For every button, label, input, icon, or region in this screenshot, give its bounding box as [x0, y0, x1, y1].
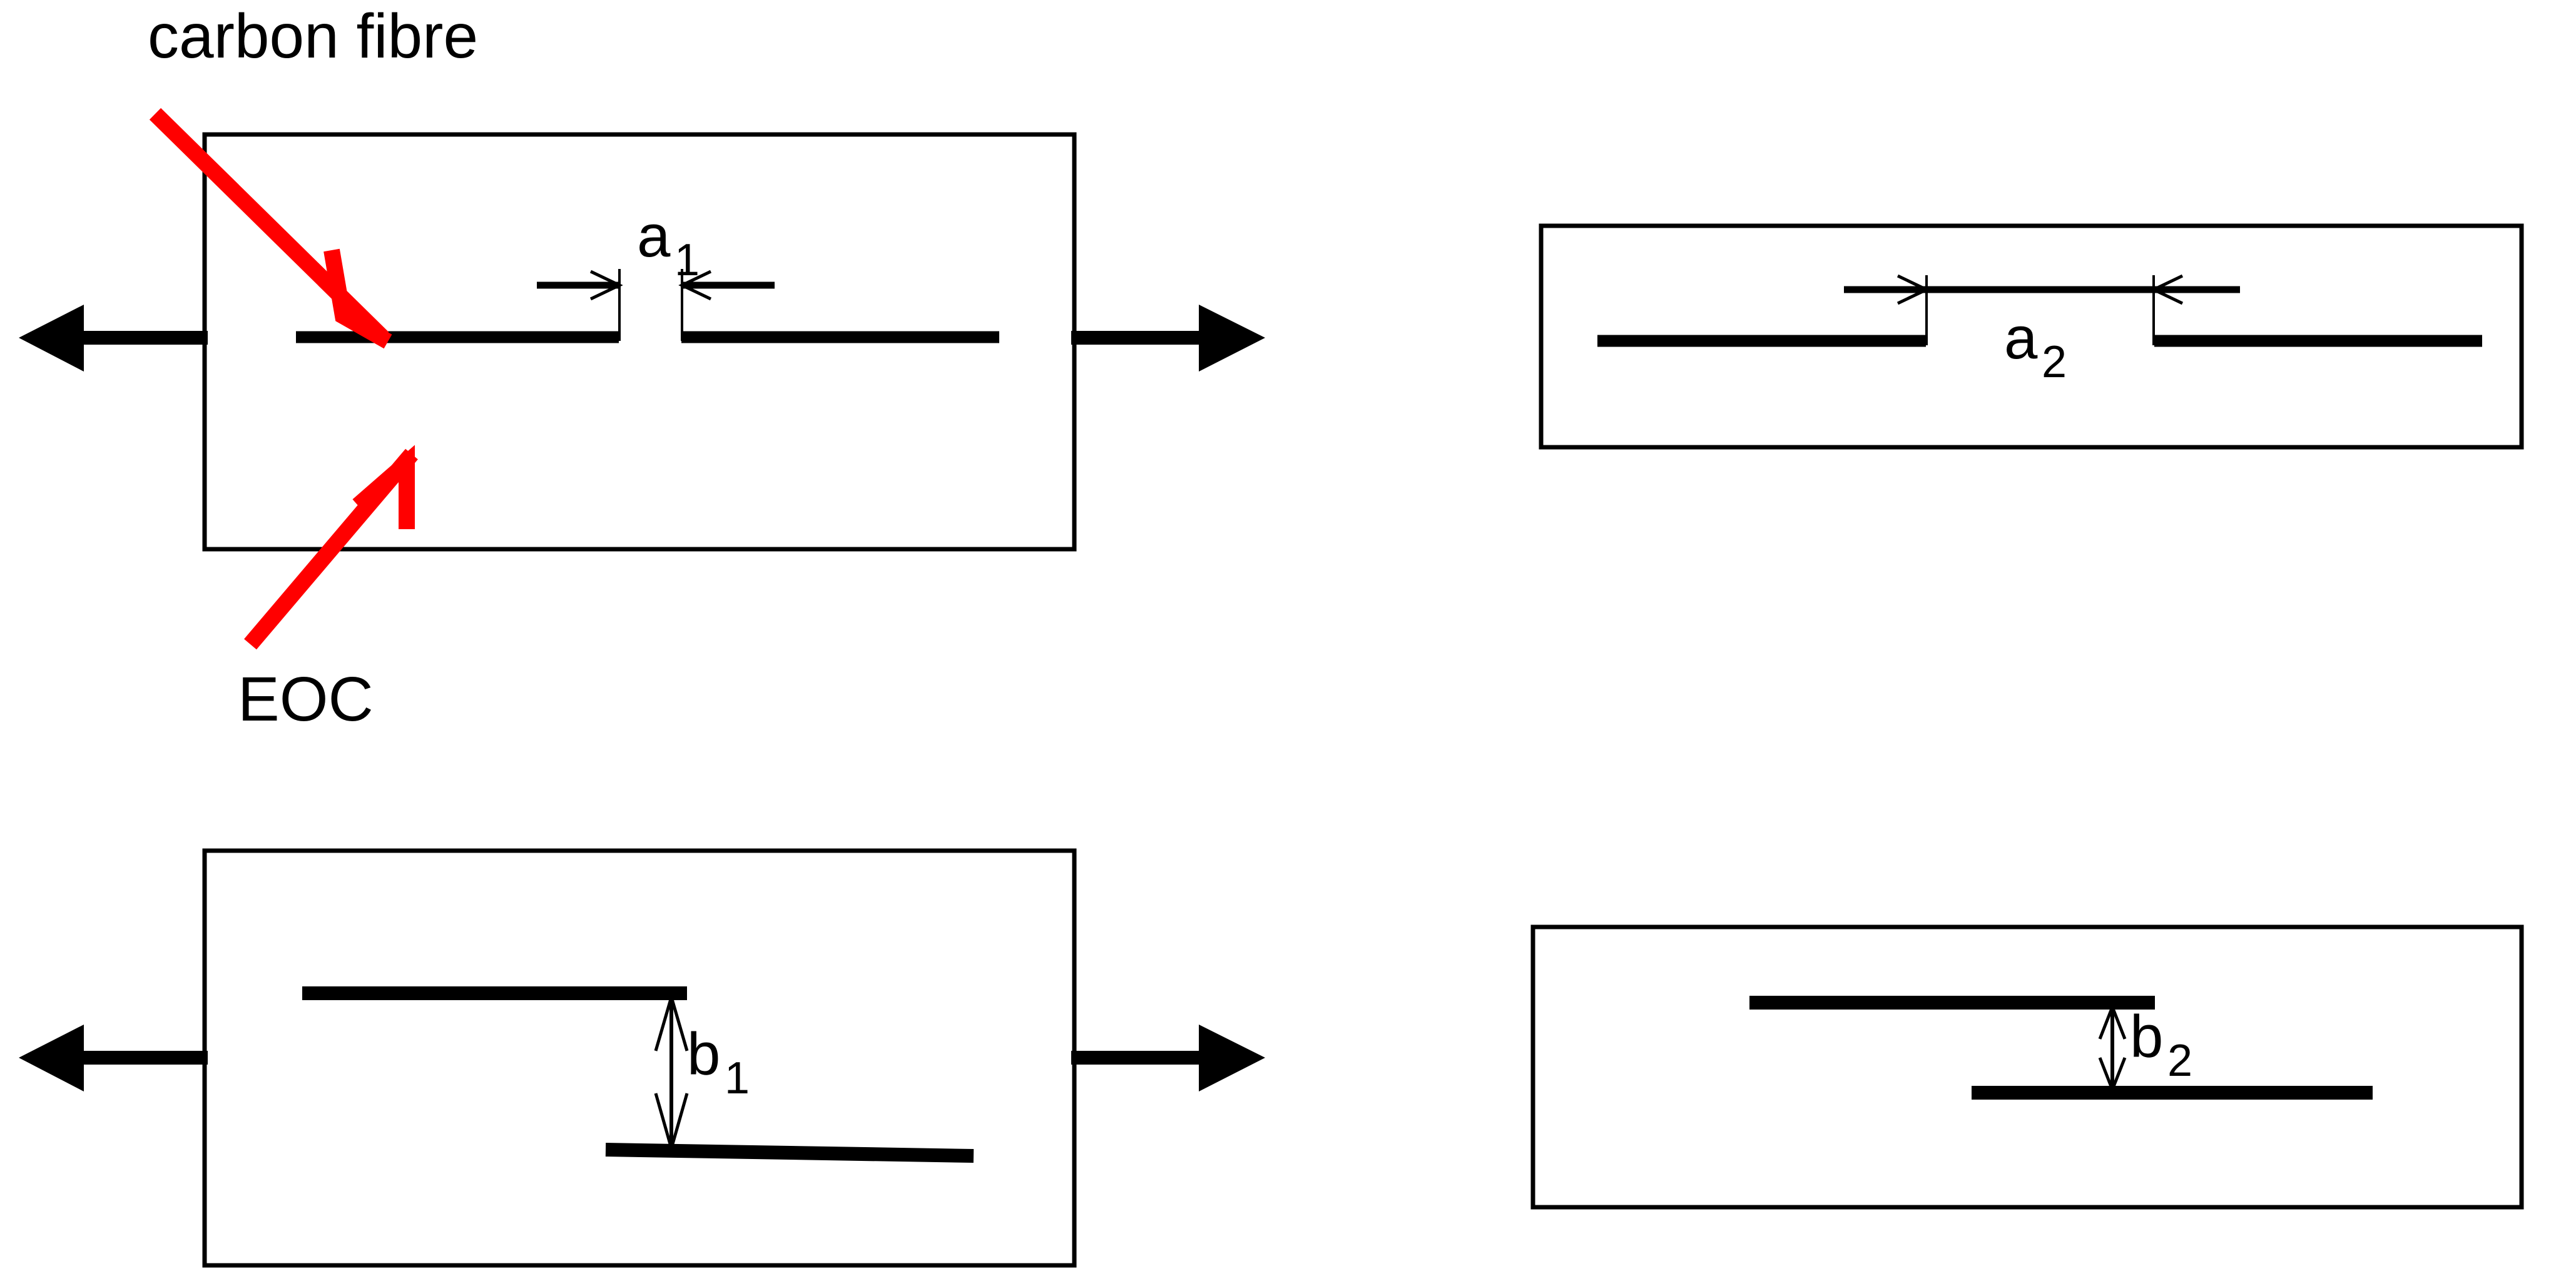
- specimen-frame-bottom-right: [1530, 924, 2524, 1210]
- load-arrow-left-top: [19, 305, 208, 372]
- dimension-b1-label: b: [687, 1021, 720, 1088]
- dimension-b2-label: b: [2130, 1003, 2163, 1070]
- carbon-fibre-segment-lower-bottom-left: [605, 1143, 974, 1163]
- dimension-a2-label: a: [2004, 305, 2038, 372]
- dimension-b1-label-subscript: 1: [725, 1053, 750, 1103]
- panel-top-right: a 2: [1539, 223, 2524, 450]
- callout-eoc-label: EOC: [238, 664, 374, 734]
- load-arrow-right-bottom-shaft: [1071, 1051, 1203, 1065]
- callout-carbon-fibre-label: carbon fibre: [148, 1, 478, 71]
- panel-bottom-left: b 1: [19, 848, 1265, 1268]
- dimension-b2-label-subscript: 2: [2167, 1036, 2192, 1086]
- callout-carbon-fibre: carbon fibre: [148, 1, 478, 349]
- dimension-a1-arrowhead-right: [678, 270, 712, 301]
- load-arrow-right-top: [1071, 305, 1265, 372]
- panel-top-left: a 1 carbon fibre EOC: [19, 1, 1265, 734]
- load-arrow-right-bottom-head: [1199, 1025, 1265, 1091]
- dimension-a2: a 2: [1844, 274, 2240, 387]
- dimension-b2-arrowhead-top: [2098, 1003, 2127, 1040]
- load-arrow-left-top-shaft: [75, 331, 208, 345]
- dimension-a1-arrowhead-left: [589, 270, 623, 301]
- dimension-a2-arrowhead-right: [2150, 274, 2184, 305]
- dimension-b1: b 1: [654, 991, 750, 1155]
- dimension-b1-arrowhead-top: [654, 991, 689, 1051]
- callout-eoc-head: [352, 445, 415, 529]
- specimen-frame-top-right: [1539, 223, 2524, 450]
- load-arrow-left-bottom-head: [19, 1025, 84, 1091]
- callout-eoc: EOC: [238, 445, 418, 734]
- dimension-b2-arrowhead-bottom: [2098, 1057, 2127, 1094]
- dimension-a1-label-subscript: 1: [675, 235, 700, 285]
- load-arrow-left-bottom: [19, 1025, 208, 1091]
- dimension-a2-arrowhead-left: [1896, 274, 1930, 305]
- load-arrow-left-top-head: [19, 305, 84, 372]
- panel-bottom-right: b 2: [1530, 924, 2524, 1210]
- load-arrow-left-bottom-shaft: [75, 1051, 208, 1065]
- load-arrow-right-top-shaft: [1071, 331, 1203, 345]
- dimension-a1: a 1: [537, 203, 775, 341]
- dimension-a2-label-subscript: 2: [2042, 337, 2067, 387]
- load-arrow-right-bottom: [1071, 1025, 1265, 1091]
- callout-carbon-fibre-head: [323, 248, 392, 349]
- dimension-a1-label: a: [637, 203, 671, 270]
- dimension-b2: b 2: [2098, 1003, 2192, 1094]
- load-arrow-right-top-head: [1199, 305, 1265, 372]
- dimension-b1-arrowhead-bottom: [654, 1093, 689, 1155]
